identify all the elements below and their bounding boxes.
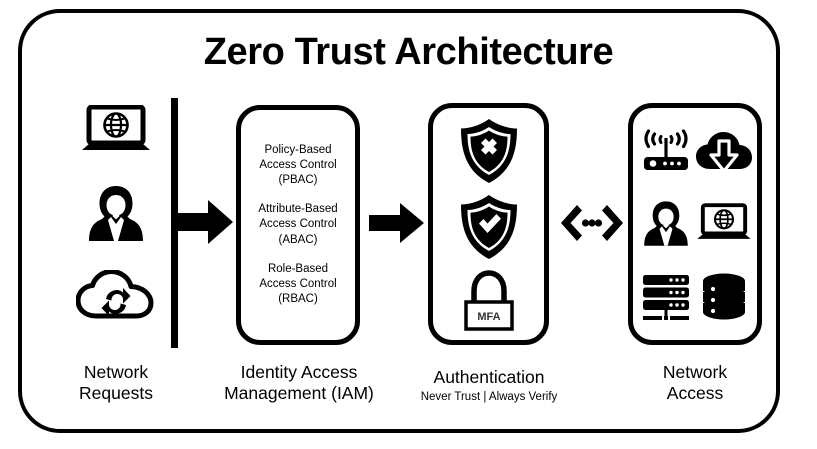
- wifi-router-icon: [640, 128, 692, 174]
- pbac-line2: Access Control: [259, 158, 337, 171]
- server-rack-icon: [640, 273, 692, 321]
- caption-network-requests-line1: Network: [83, 362, 149, 382]
- caption-network-access-line2: Access: [666, 383, 724, 403]
- network-requests-icon-stack: [60, 105, 172, 320]
- arrow-iam-to-authentication-icon: [369, 203, 424, 243]
- diagram-title: Zero Trust Architecture: [203, 31, 614, 73]
- caption-network-requests-line2: Requests: [79, 383, 153, 403]
- database-icon: [700, 272, 748, 322]
- rbac-line3: (RBAC): [278, 293, 318, 306]
- policy-abac: Attribute-Based Access Control (ABAC): [258, 202, 337, 248]
- caption-network-access: Network Access: [612, 362, 778, 404]
- abac-line1: Attribute-Based: [258, 203, 338, 216]
- laptop-globe-icon: [79, 105, 153, 157]
- bidirectional-dots-connector-icon: [560, 202, 624, 244]
- pbac-line3: (PBAC): [278, 174, 318, 187]
- user-icon: [641, 199, 691, 249]
- rbac-line1: Role-Based: [267, 262, 329, 275]
- policy-rbac: Role-Based Access Control (RBAC): [259, 262, 336, 308]
- rbac-line2: Access Control: [259, 277, 337, 290]
- user-icon: [85, 183, 147, 245]
- abac-line2: Access Control: [259, 218, 337, 231]
- shield-allow-icon: [458, 193, 520, 261]
- cloud-download-icon: [695, 129, 753, 173]
- caption-authentication-title: Authentication: [433, 367, 545, 387]
- network-access-panel: [628, 103, 762, 345]
- authentication-panel: MFA: [428, 103, 549, 345]
- caption-authentication: Authentication Never Trust | Always Veri…: [398, 367, 580, 405]
- cloud-sync-icon: [76, 270, 156, 320]
- arrow-requests-to-iam-icon: [175, 200, 233, 244]
- shield-deny-icon: [458, 117, 520, 185]
- caption-network-access-line1: Network: [662, 362, 728, 382]
- iam-panel: Policy-Based Access Control (PBAC) Attri…: [236, 105, 360, 345]
- caption-authentication-subtitle: Never Trust | Always Verify: [420, 391, 558, 403]
- mfa-label: MFA: [477, 311, 500, 323]
- requests-vertical-bar: [171, 98, 178, 348]
- caption-iam: Identity Access Management (IAM): [212, 362, 386, 404]
- pbac-line1: Policy-Based: [264, 143, 332, 156]
- abac-line3: (ABAC): [278, 233, 318, 246]
- caption-network-requests: Network Requests: [36, 362, 196, 404]
- caption-iam-line1: Identity Access: [240, 362, 358, 382]
- caption-iam-line2: Management (IAM): [224, 383, 374, 403]
- padlock-mfa-icon: MFA: [461, 269, 517, 332]
- laptop-globe-icon: [695, 203, 753, 245]
- policy-pbac: Policy-Based Access Control (PBAC): [259, 143, 336, 189]
